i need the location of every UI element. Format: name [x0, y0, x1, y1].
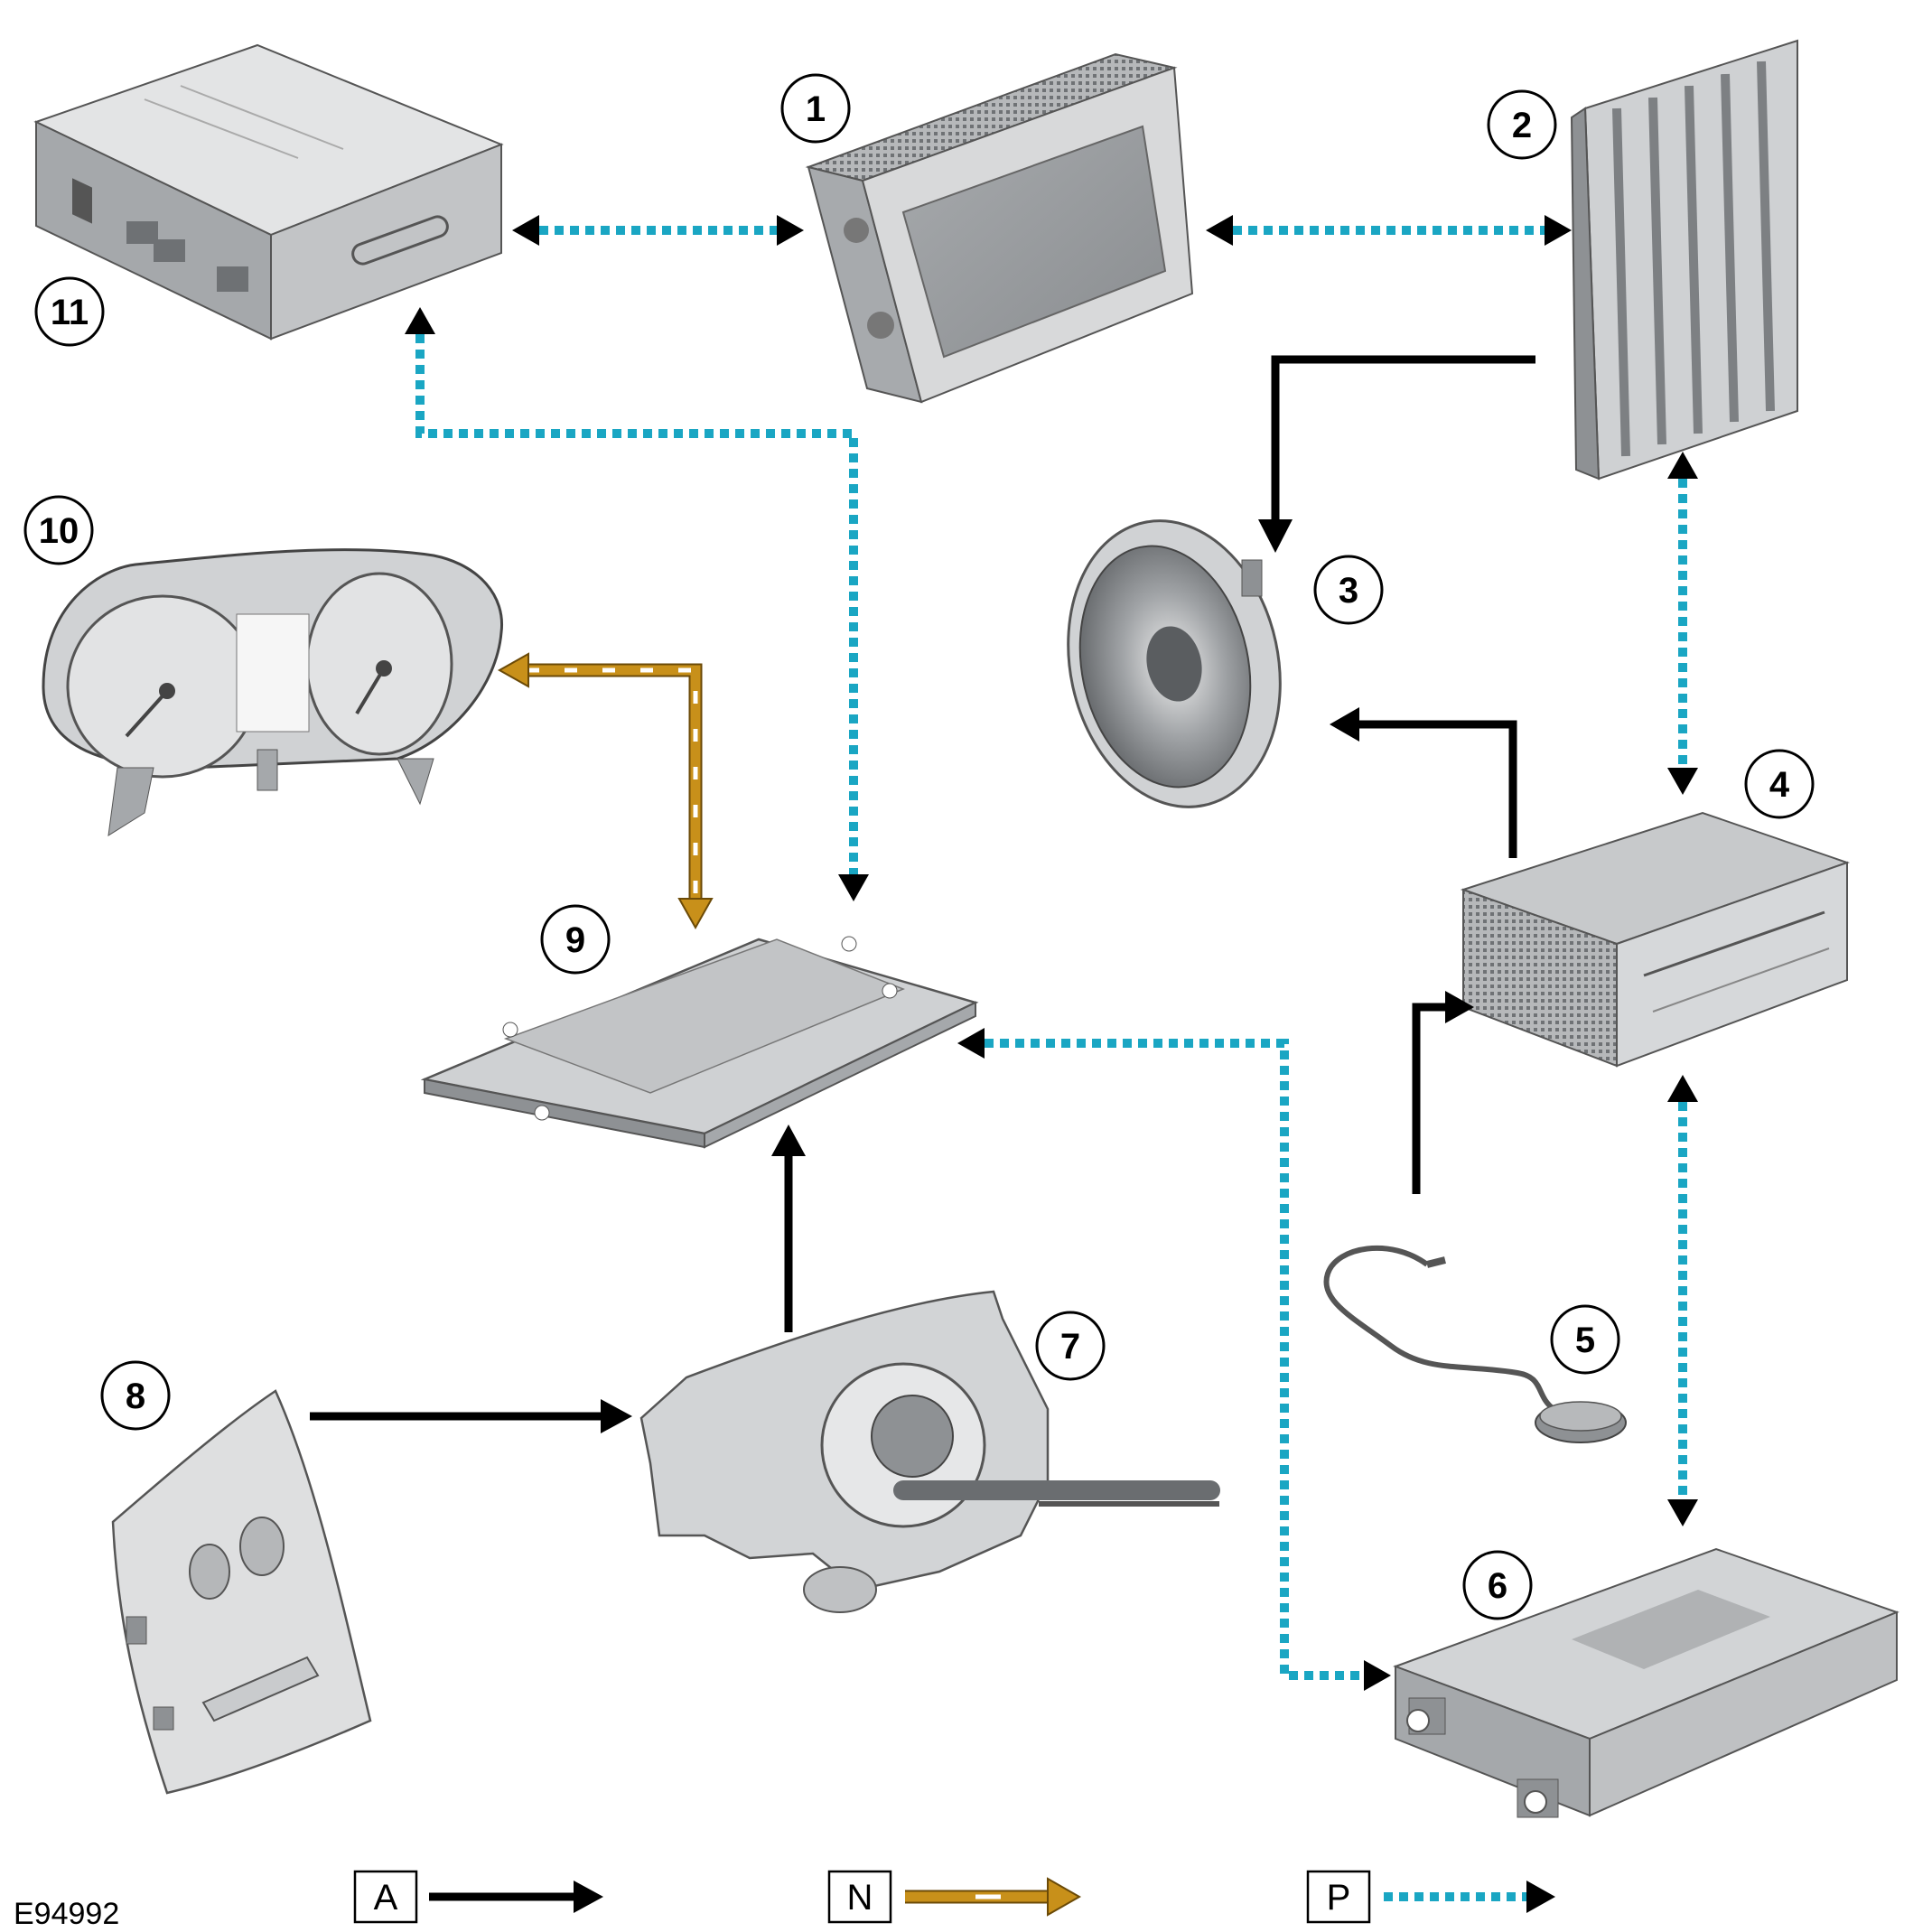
callouts: 1 2 3 4 5 6 7 8 9 10 11: [23, 73, 1815, 1620]
can-link-9-to-6: [985, 1039, 1364, 1680]
component-11-media-module: [33, 43, 504, 341]
lin-bus-link-10-to-9: [497, 652, 714, 930]
wire-5-to-4: [1412, 1003, 1445, 1194]
callout-7: 7: [1035, 1311, 1106, 1381]
callout-3: 3: [1313, 555, 1384, 625]
component-1-touch-screen: [805, 52, 1194, 404]
legend-hardwired: A: [353, 1870, 603, 1924]
callout-9: 9: [540, 904, 611, 975]
component-9-interface-module: [420, 936, 979, 1149]
wire-2-to-3: [1271, 355, 1535, 519]
callout-4: 4: [1744, 749, 1815, 819]
callout-6: 6: [1462, 1550, 1533, 1620]
legend-can-bus: P: [1306, 1870, 1555, 1924]
component-6-bluetooth-module: [1393, 1547, 1899, 1818]
svg-text:10: 10: [39, 511, 79, 551]
component-3-speaker: [1067, 519, 1282, 808]
can-link-11-to-9: [415, 334, 858, 874]
diagram-reference: E94992: [14, 1897, 119, 1931]
legend-lin-bus: N: [827, 1870, 1082, 1924]
can-bus-links: [415, 226, 1687, 1680]
svg-text:A: A: [374, 1878, 398, 1918]
callout-2: 2: [1487, 89, 1557, 160]
can-bus-arrowheads: [405, 215, 1698, 1691]
svg-text:5: 5: [1575, 1321, 1595, 1360]
svg-text:11: 11: [51, 293, 89, 332]
svg-text:6: 6: [1488, 1566, 1507, 1606]
svg-text:9: 9: [565, 920, 585, 960]
component-2-amplifier: [1570, 39, 1798, 481]
callout-11: 11: [34, 276, 105, 347]
legend: A N P: [353, 1870, 1555, 1924]
svg-text:8: 8: [126, 1377, 145, 1416]
svg-text:7: 7: [1060, 1327, 1080, 1367]
hardwired-links: [310, 355, 1535, 1421]
component-4-audio-head-unit: [1460, 811, 1851, 1068]
svg-text:N: N: [847, 1878, 873, 1918]
callout-8: 8: [100, 1360, 171, 1431]
callout-1: 1: [780, 73, 851, 144]
svg-text:4: 4: [1769, 765, 1790, 805]
svg-text:3: 3: [1339, 571, 1358, 611]
component-5-microphone: [1323, 1245, 1627, 1443]
svg-text:P: P: [1327, 1878, 1351, 1918]
svg-text:1: 1: [806, 89, 826, 129]
component-10-instrument-cluster: [42, 548, 504, 836]
callout-10: 10: [23, 495, 94, 565]
component-7-clockspring: [639, 1290, 1220, 1613]
wire-4-to-3: [1359, 720, 1517, 858]
callout-5: 5: [1550, 1304, 1620, 1375]
hardwired-arrowheads: [601, 519, 1474, 1433]
svg-text:2: 2: [1512, 106, 1532, 145]
component-8-steering-switches: [111, 1389, 372, 1795]
